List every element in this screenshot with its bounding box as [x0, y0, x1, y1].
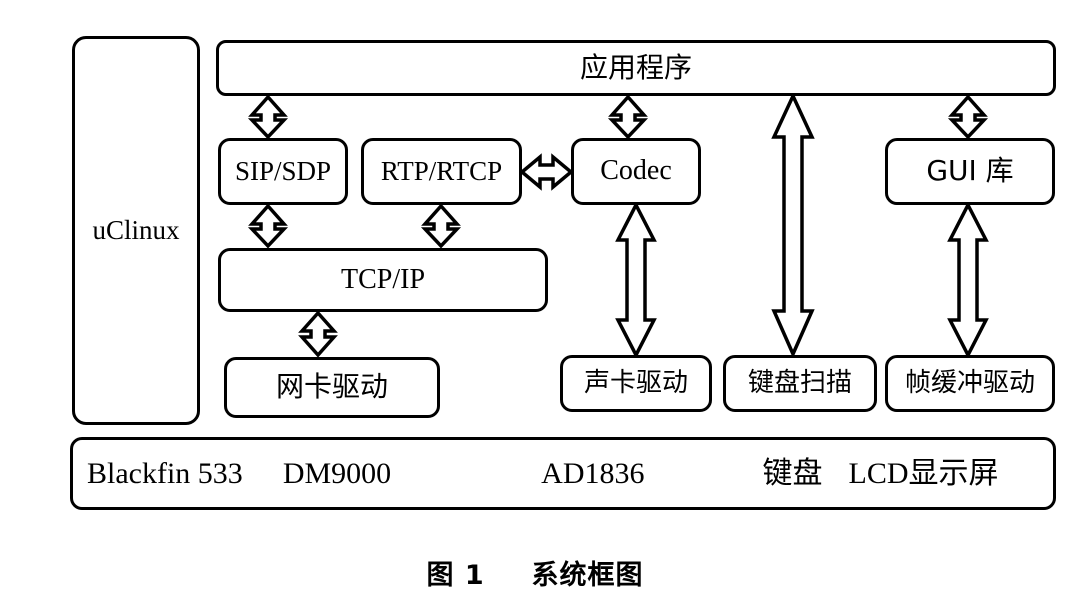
block-gui-library[interactable]: GUI 库	[885, 138, 1055, 205]
arrow-app-to-sipsdp	[247, 94, 289, 140]
block-sound-card-driver[interactable]: 声卡驱动	[560, 355, 712, 412]
block-tcp-ip[interactable]: TCP/IP	[218, 248, 548, 312]
block-sound-card-driver-label: 声卡驱动	[583, 368, 688, 399]
block-application-label: 应用程序	[579, 50, 692, 84]
arrow-app-to-gui	[947, 94, 989, 140]
block-rtp-rtcp-label: RTP/RTCP	[380, 155, 503, 186]
block-rtp-rtcp[interactable]: RTP/RTCP	[361, 138, 522, 205]
arrow-app-to-codec	[607, 94, 649, 140]
arrow-codec-to-sounddriver	[615, 201, 657, 359]
block-frame-buffer-driver-label: 帧缓冲驱动	[904, 368, 1035, 399]
arrow-rtp-to-codec	[519, 153, 574, 191]
block-application[interactable]: 应用程序	[216, 40, 1056, 96]
hardware-item-row: Blackfin 533 DM9000 AD1836 键盘 LCD显示屏	[73, 457, 1053, 490]
block-gui-library-label: GUI 库	[926, 154, 1014, 188]
block-uclinux[interactable]: uClinux	[72, 36, 200, 425]
figure-caption-label: 图 1	[426, 560, 485, 591]
arrow-rtp-to-tcpip	[420, 203, 462, 249]
arrow-gui-to-framebuffer	[947, 201, 989, 359]
block-keyboard-scan[interactable]: 键盘扫描	[723, 355, 877, 412]
block-keyboard-scan-label: 键盘扫描	[747, 368, 852, 399]
arrow-tcpip-to-netdriver	[298, 310, 338, 358]
block-sip-sdp-label: SIP/SDP	[234, 155, 332, 186]
figure-caption-title: 系统框图	[531, 560, 644, 591]
arrow-sipsdp-to-tcpip	[247, 203, 289, 249]
block-hardware-bar[interactable]: Blackfin 533 DM9000 AD1836 键盘 LCD显示屏	[70, 437, 1056, 510]
figure-caption: 图 1 系统框图	[0, 553, 1070, 592]
hardware-item-keyboard: 键盘	[762, 456, 823, 491]
block-network-card-driver-label: 网卡驱动	[275, 370, 388, 404]
block-tcp-ip-label: TCP/IP	[340, 263, 426, 295]
block-frame-buffer-driver[interactable]: 帧缓冲驱动	[885, 355, 1055, 412]
block-codec-label: Codec	[600, 155, 672, 187]
block-network-card-driver[interactable]: 网卡驱动	[224, 357, 440, 418]
hardware-item-ethernet: DM9000	[282, 457, 392, 490]
block-sip-sdp[interactable]: SIP/SDP	[218, 138, 348, 205]
hardware-item-audio-codec: AD1836	[541, 457, 645, 490]
block-uclinux-label: uClinux	[92, 214, 180, 245]
hardware-item-lcd: LCD显示屏	[848, 457, 999, 490]
block-codec[interactable]: Codec	[571, 138, 701, 205]
hardware-item-cpu: Blackfin 533	[87, 457, 243, 490]
arrow-app-to-keyboard-scan	[771, 91, 815, 359]
